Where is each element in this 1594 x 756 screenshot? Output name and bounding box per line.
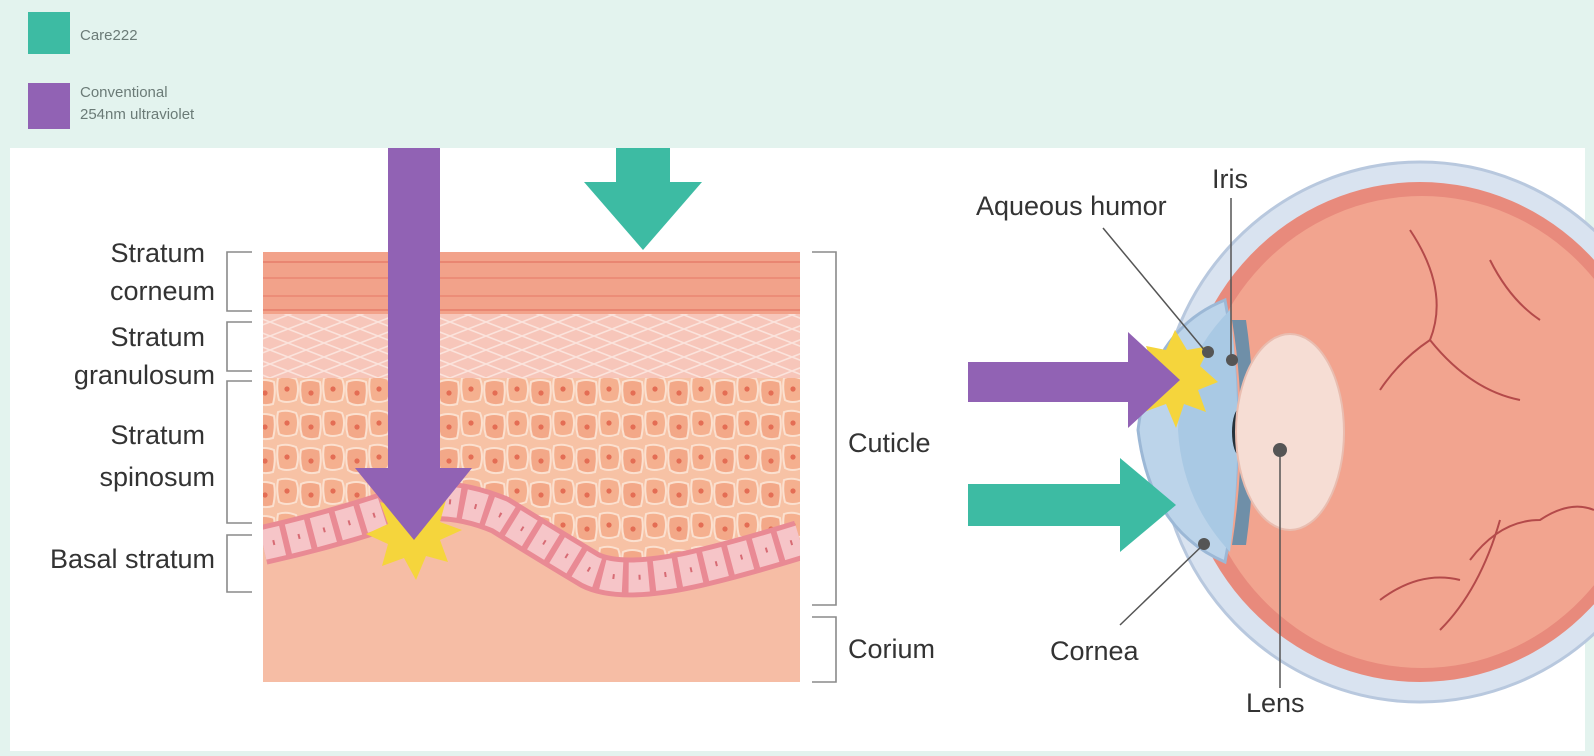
label-corium: Corium xyxy=(848,634,935,664)
cornea-marker xyxy=(1198,538,1210,550)
label-stratum-corneum-1: Stratum xyxy=(110,238,205,268)
label-lens: Lens xyxy=(1246,688,1305,718)
iris-marker xyxy=(1226,354,1238,366)
aqueous-humor-marker xyxy=(1202,346,1214,358)
label-iris: Iris xyxy=(1212,164,1248,194)
label-stratum-spinosum-1: Stratum xyxy=(110,420,205,450)
legend-label-conventional-line2: 254nm ultraviolet xyxy=(80,106,195,123)
legend-swatch-conventional xyxy=(28,83,70,129)
legend-swatch-care222 xyxy=(28,12,70,54)
label-stratum-granulosum-2: granulosum xyxy=(74,360,215,390)
stratum-granulosum-layer xyxy=(263,314,800,378)
label-aqueous-humor: Aqueous humor xyxy=(976,191,1167,221)
label-stratum-corneum-2: corneum xyxy=(110,276,215,306)
label-cuticle: Cuticle xyxy=(848,428,931,458)
legend-label-care222: Care222 xyxy=(80,27,138,44)
eye-lens xyxy=(1236,334,1344,530)
label-stratum-granulosum-1: Stratum xyxy=(110,322,205,352)
lens-marker xyxy=(1273,443,1287,457)
label-basal-stratum: Basal stratum xyxy=(50,544,215,574)
label-cornea: Cornea xyxy=(1050,636,1140,666)
label-stratum-spinosum-2: spinosum xyxy=(99,462,215,492)
legend-label-conventional-line1: Conventional xyxy=(80,84,168,101)
